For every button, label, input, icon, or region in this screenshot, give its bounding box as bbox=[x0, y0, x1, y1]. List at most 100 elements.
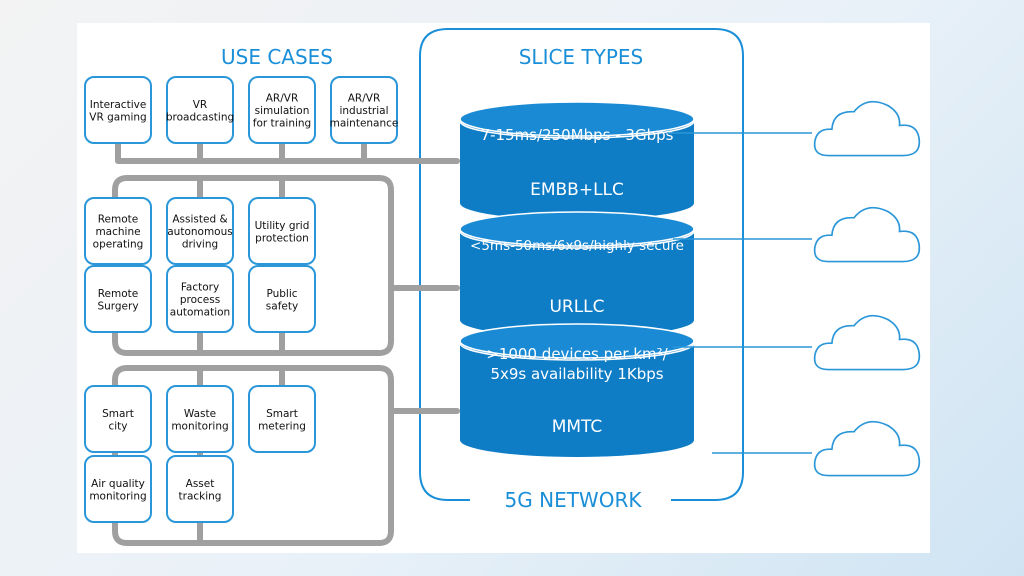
use-cases-heading: USE CASES bbox=[221, 45, 333, 69]
cloud-outline bbox=[813, 100, 921, 157]
use-case-label-line: simulation bbox=[255, 105, 310, 117]
slice-name: MMTC bbox=[552, 417, 603, 437]
slice-disk-top bbox=[459, 211, 695, 247]
use-case-label-line: city bbox=[108, 420, 127, 432]
use-case-label-line: driving bbox=[182, 239, 218, 251]
cloud-icon bbox=[813, 314, 921, 371]
cloud-connectors bbox=[667, 132, 812, 454]
use-case-box-border bbox=[84, 385, 152, 453]
slice-disk-rim bbox=[459, 120, 695, 139]
network-label: 5G NETWORK bbox=[505, 488, 643, 512]
slice-types-heading: SLICE TYPES bbox=[519, 45, 644, 69]
network-frame bbox=[419, 28, 744, 501]
use-case-label-line: VR bbox=[193, 99, 207, 111]
use-case-box-border bbox=[248, 76, 316, 144]
use-case-box-border bbox=[166, 455, 234, 523]
clouds bbox=[813, 100, 921, 477]
use-case-label-line: VR gaming bbox=[89, 111, 146, 123]
cloud-outline bbox=[813, 420, 921, 477]
slice-disk-body bbox=[460, 229, 694, 337]
use-case-label-line: maintenance bbox=[330, 118, 399, 130]
use-case-box-border bbox=[84, 265, 152, 333]
use-case-label-line: AR/VR bbox=[348, 93, 381, 105]
use-case-box-border bbox=[248, 265, 316, 333]
use-case-label-line: Smart bbox=[102, 408, 134, 420]
use-case-box-border bbox=[84, 197, 152, 265]
use-case-label-line: Public bbox=[266, 288, 297, 300]
slice-name: EMBB+LLC bbox=[530, 180, 624, 200]
use-case-label-line: monitoring bbox=[171, 420, 228, 432]
use-case-label-line: automation bbox=[170, 307, 230, 319]
use-case-label-line: Surgery bbox=[97, 300, 138, 312]
use-case-label-line: Smart bbox=[266, 408, 298, 420]
slice-name: URLLC bbox=[549, 297, 604, 317]
use-case-label-line: Remote bbox=[98, 214, 139, 226]
use-case-box-border bbox=[248, 385, 316, 453]
use-case-box-border bbox=[248, 197, 316, 265]
slice-spec: <5ms-50ms/6x9s/highly secure bbox=[470, 238, 684, 254]
use-case-box-border bbox=[84, 455, 152, 523]
use-case-label-line: Remote bbox=[98, 288, 139, 300]
use-case-label-line: autonomous bbox=[167, 226, 233, 238]
use-case-box-border bbox=[166, 76, 234, 144]
slice-disk-body bbox=[460, 341, 694, 457]
slice-spec: >1000 devices per km²/ bbox=[486, 345, 668, 363]
use-case-label-line: broadcasting bbox=[166, 111, 234, 123]
use-case-label-line: metering bbox=[258, 420, 306, 432]
use-case-label-line: AR/VR bbox=[266, 93, 299, 105]
use-case-label-line: protection bbox=[255, 232, 309, 244]
slice-disk: >1000 devices per km²/5x9s availability … bbox=[459, 323, 695, 457]
use-case-label-line: Interactive bbox=[90, 99, 147, 111]
slice-disks: 7-15ms/250Mbps - 3GbpsEMBB+LLC<5ms-50ms/… bbox=[459, 101, 695, 457]
use-case-box-border bbox=[166, 265, 234, 333]
use-case-label-line: process bbox=[180, 294, 220, 306]
use-case-box-border bbox=[84, 76, 152, 144]
slice-disk-top bbox=[459, 101, 695, 137]
use-case-label-line: safety bbox=[266, 300, 298, 312]
use-case-label-line: operating bbox=[93, 239, 144, 251]
use-case-label-line: monitoring bbox=[89, 490, 146, 502]
cloud-icon bbox=[813, 100, 921, 157]
use-case-label-line: tracking bbox=[179, 490, 222, 502]
cloud-outline bbox=[813, 206, 921, 263]
diagram-canvas: USE CASES SLICE TYPES 5G NETWORK Interac… bbox=[77, 23, 930, 553]
use-case-label-line: Assisted & bbox=[172, 214, 227, 226]
cloud-icon bbox=[813, 420, 921, 477]
use-case-box-border bbox=[166, 385, 234, 453]
cloud-outline bbox=[813, 314, 921, 371]
slice-spec-line2: 5x9s availability 1Kbps bbox=[490, 365, 663, 383]
use-case-label-line: Factory bbox=[181, 282, 219, 294]
use-case-label-line: Air quality bbox=[91, 478, 145, 490]
slice-disk-top bbox=[459, 323, 695, 359]
use-case-label-line: industrial bbox=[339, 105, 388, 117]
